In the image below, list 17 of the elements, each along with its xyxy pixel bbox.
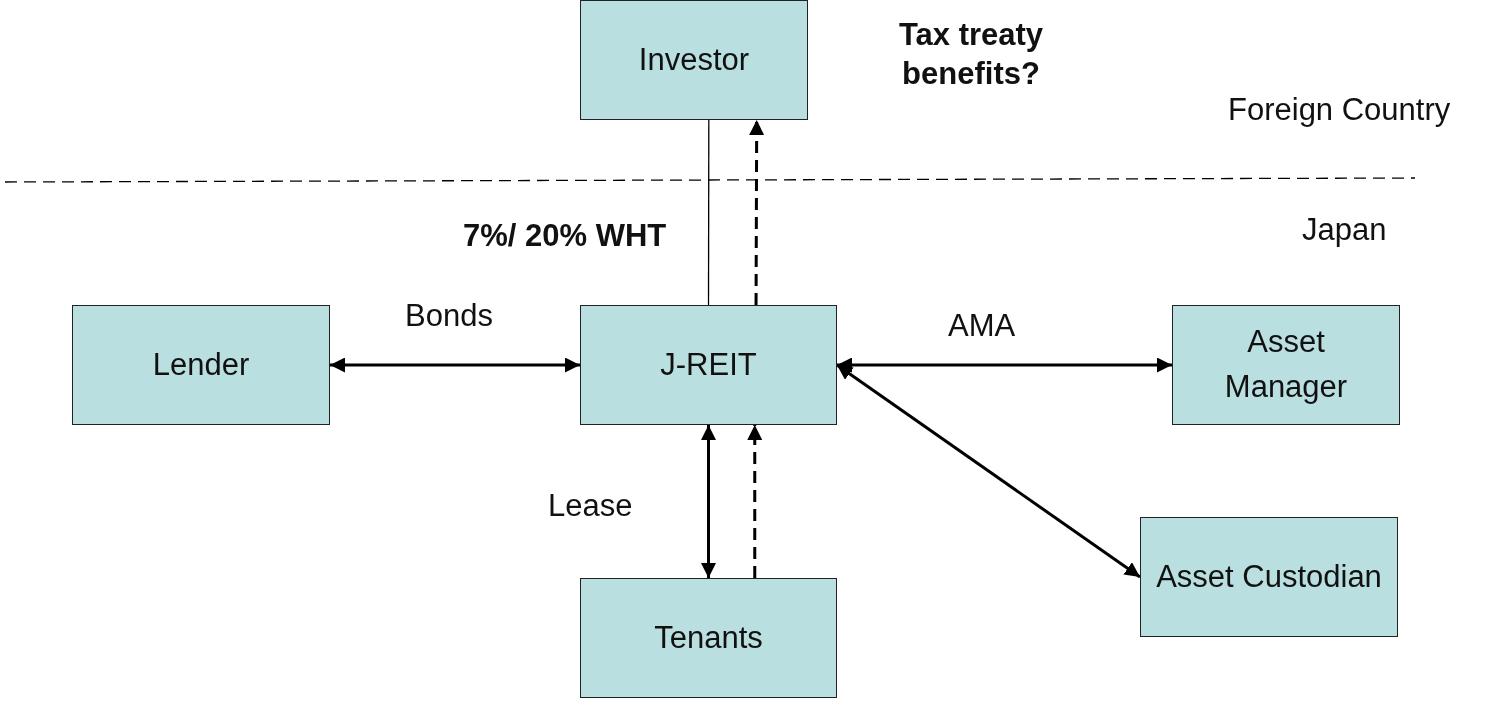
arrow bbox=[836, 363, 1141, 579]
connector-line bbox=[707, 119, 710, 306]
arrow bbox=[701, 425, 716, 578]
rate-label: 7%/ 20% WHT bbox=[463, 218, 667, 254]
entity-box: Asset Custodian bbox=[1140, 517, 1398, 637]
entity-box: J-REIT bbox=[580, 305, 837, 425]
entity-box: Asset Manager bbox=[1172, 305, 1400, 425]
entity-box: Investor bbox=[580, 0, 808, 120]
region-label: Foreign Country bbox=[1228, 92, 1451, 128]
note-text: Tax treaty benefits? bbox=[897, 16, 1045, 93]
arrow bbox=[747, 425, 763, 578]
entity-box: Tenants bbox=[580, 578, 837, 698]
entity-box: Lender bbox=[72, 305, 330, 425]
arrow bbox=[330, 357, 580, 373]
region-label: Japan bbox=[1302, 212, 1387, 248]
arrow bbox=[837, 357, 1172, 373]
arrow bbox=[749, 120, 765, 305]
